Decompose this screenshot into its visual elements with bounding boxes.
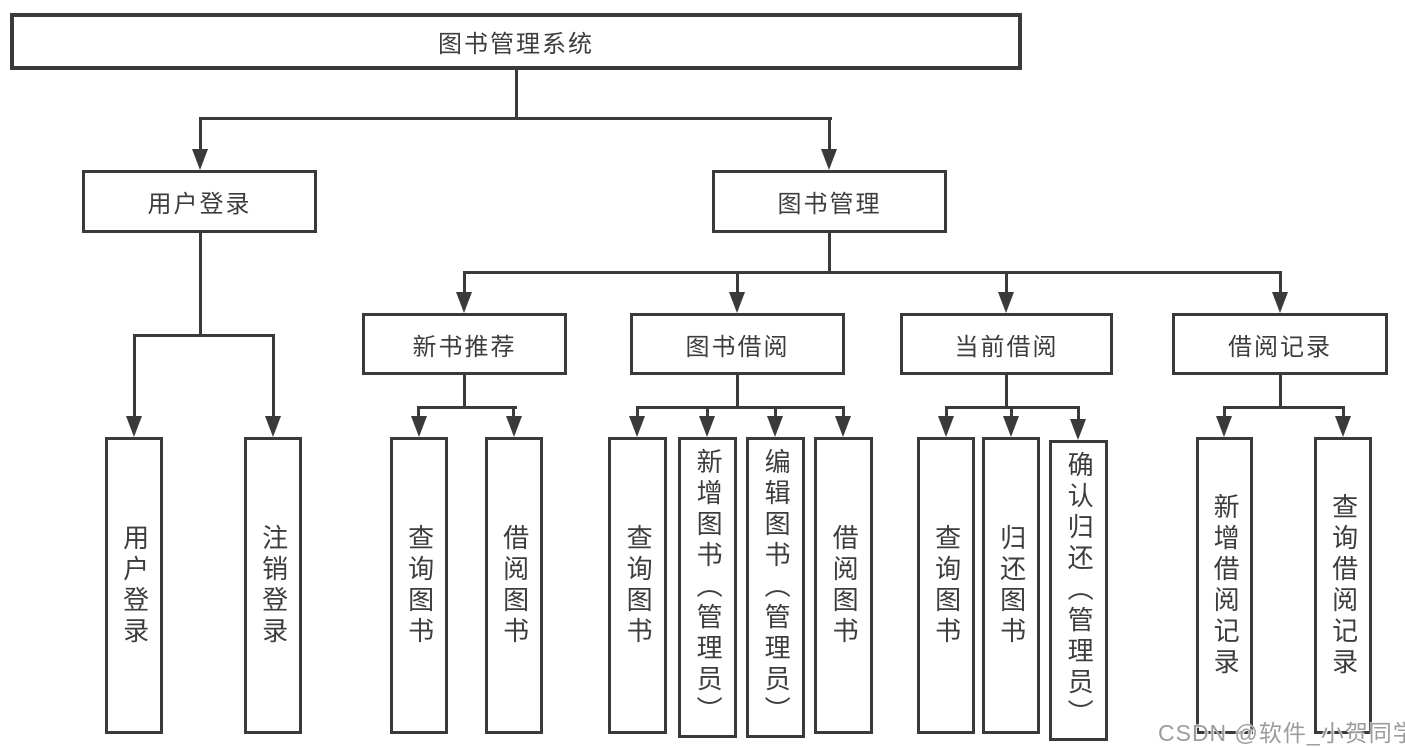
arrowhead-new-book-rec [456,292,472,313]
arrowhead-book-mgmt [821,149,837,170]
arrowhead-leaf-return [1003,416,1019,437]
leaf-query-book-current: 查询图书 [917,437,975,734]
connector-leaf-return-drop [1010,406,1013,419]
connector-book-borrow-rail [636,406,845,409]
connector-leaf-query-rec-drop [417,406,420,419]
leaf-add-borrow-record: 新增借阅记录 [1196,437,1253,734]
arrowhead-leaf-query-cb [938,416,954,437]
leaf-user-login: 用户登录 [105,437,163,734]
csdn-watermark: CSDN @软件_小贺同学 [1158,720,1405,746]
connector-book-borrow-stem [736,373,739,409]
node-root: 图书管理系统 [10,13,1022,70]
connector-leaf-user-login-drop [133,334,136,419]
arrowhead-book-borrow [729,292,745,313]
arrowhead-leaf-logout [265,416,281,437]
connector-book-mgmt-stem [828,231,831,274]
leaf-borrow-book-rec: 借阅图书 [485,437,543,734]
leaf-edit-book-admin-label: 编辑图书（管理员） [761,448,792,727]
connector-level2-rail [463,271,1282,274]
leaf-query-book-borrow-label: 查询图书 [623,523,654,648]
connector-book-borrow-drop [736,271,739,296]
arrowhead-leaf-confirm [1070,419,1086,440]
leaf-query-book-rec-label: 查询图书 [404,523,435,648]
leaf-query-borrow-record: 查询借阅记录 [1314,437,1372,734]
connector-login-rail [133,334,275,337]
arrowhead-user-login [192,149,208,170]
connector-leaf-add-record-drop [1223,406,1226,419]
connector-new-book-rec-rail [417,406,517,409]
node-book-mgmt: 图书管理 [712,170,947,233]
leaf-add-borrow-record-label: 新增借阅记录 [1210,492,1241,679]
node-root-label: 图书管理系统 [438,31,594,58]
arrowhead-leaf-borrow-rec [506,416,522,437]
connector-leaf-query-bb-drop [636,406,639,419]
arrowhead-leaf-query-rec [411,416,427,437]
connector-book-mgmt-drop [828,117,831,153]
leaf-logout: 注销登录 [244,437,302,734]
leaf-borrow-book-borrow: 借阅图书 [814,437,873,734]
connector-leaf-confirm-drop [1077,406,1080,421]
node-book-borrow: 图书借阅 [630,313,845,375]
leaf-query-book-rec: 查询图书 [390,437,448,734]
leaf-return-book-label: 归还图书 [996,523,1027,648]
leaf-query-book-borrow: 查询图书 [608,437,667,734]
connector-level1-rail [199,117,832,120]
leaf-edit-book-admin: 编辑图书（管理员） [746,437,805,738]
connector-leaf-borrow-rec-drop [512,406,515,419]
connector-leaf-query-record-drop [1342,406,1345,419]
leaf-confirm-return-admin-label: 确认归还（管理员） [1064,451,1095,730]
connector-borrow-records-stem [1279,373,1282,409]
arrowhead-current-borrow [998,292,1014,313]
connector-new-book-rec-stem [463,373,466,409]
connector-borrow-records-rail [1223,406,1345,409]
connector-leaf-query-cb-drop [945,406,948,419]
arrowhead-borrow-records [1272,292,1288,313]
connector-new-book-rec-drop [463,271,466,296]
connector-leaf-borrow-bb-drop [842,406,845,419]
arrowhead-leaf-add-book [699,416,715,437]
leaf-add-book-admin-label: 新增图书（管理员） [693,448,724,727]
connector-user-login-drop [199,117,202,153]
leaf-borrow-book-rec-label: 借阅图书 [499,523,530,648]
arrowhead-leaf-add-record [1216,416,1232,437]
connector-current-borrow-drop [1005,271,1008,296]
node-new-book-rec-label: 新书推荐 [412,333,517,361]
leaf-confirm-return-admin: 确认归还（管理员） [1049,440,1108,741]
node-book-borrow-label: 图书借阅 [685,333,790,361]
arrowhead-leaf-query-record [1335,416,1351,437]
connector-current-borrow-stem [1005,373,1008,409]
connector-user-login-stem [199,231,202,337]
connector-root-stem [515,68,518,119]
connector-leaf-logout-drop [272,334,275,419]
node-current-borrow-label: 当前借阅 [954,333,1059,361]
node-book-mgmt-label: 图书管理 [777,191,882,218]
connector-leaf-edit-book-drop [774,406,777,419]
arrowhead-leaf-edit-book [767,416,783,437]
node-user-login: 用户登录 [82,170,317,233]
node-borrow-records: 借阅记录 [1172,313,1388,375]
leaf-return-book: 归还图书 [982,437,1040,734]
node-current-borrow: 当前借阅 [900,313,1113,375]
leaf-query-book-current-label: 查询图书 [931,523,962,648]
arrowhead-leaf-user-login [126,416,142,437]
leaf-logout-label: 注销登录 [258,523,289,648]
connector-leaf-add-book-drop [706,406,709,419]
node-user-login-label: 用户登录 [147,191,252,218]
connector-borrow-records-drop [1279,271,1282,296]
leaf-add-book-admin: 新增图书（管理员） [678,437,737,738]
leaf-user-login-label: 用户登录 [119,523,150,648]
leaf-query-borrow-record-label: 查询借阅记录 [1328,492,1359,679]
node-borrow-records-label: 借阅记录 [1228,333,1332,361]
arrowhead-leaf-borrow-bb [835,416,851,437]
node-new-book-rec: 新书推荐 [362,313,567,375]
arrowhead-leaf-query-bb [629,416,645,437]
leaf-borrow-book-borrow-label: 借阅图书 [829,523,860,648]
